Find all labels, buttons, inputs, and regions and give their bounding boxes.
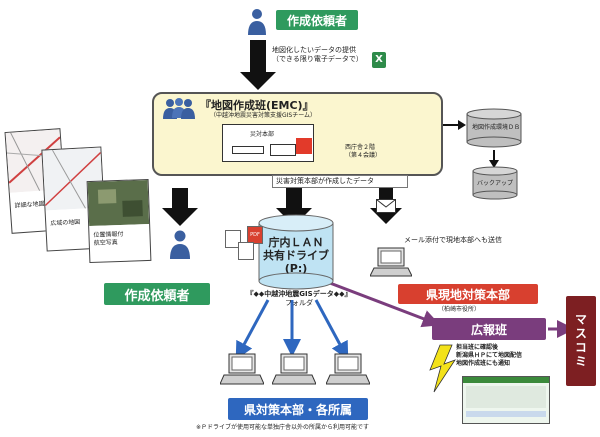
- building-line2: （第４会議）: [345, 152, 382, 159]
- media-text: マスコミ: [573, 313, 588, 369]
- floor-plan-desk: [232, 146, 264, 154]
- provide-data-line1: 地図化したいデータの提供: [272, 46, 356, 54]
- pr-note-2: 新潟県ＨＰにて地図配信: [456, 352, 523, 359]
- excel-icon: X: [372, 52, 386, 68]
- database-icon: [466, 108, 522, 148]
- arrow-drive-to-pr: [321, 278, 441, 328]
- backup-icon: [472, 166, 518, 200]
- local-hq-sub: （柏崎市役所）: [438, 306, 481, 313]
- arrow-requester-to-emc: [240, 40, 276, 90]
- arrow-drive-to-pc-3: [314, 299, 349, 360]
- room-label: 災対本部: [250, 131, 275, 138]
- pr-notes: 担当班に確認後 新潟県ＨＰにて地図配信 地図作成班にも通知: [456, 344, 566, 368]
- arrow-drive-to-pc-1: [235, 299, 270, 360]
- map-wide-label: 広域の地図: [50, 218, 81, 228]
- media-label: マスコミ: [566, 296, 596, 386]
- person-icon-top: [246, 8, 268, 36]
- map-detail-label: 詳細な地図: [14, 200, 45, 210]
- drive-line1: 庁内ＬＡＮ: [268, 236, 324, 249]
- website-screenshot: [462, 376, 550, 424]
- drive-line3: (P:): [284, 262, 308, 275]
- backup-label: バックアップ: [476, 180, 513, 187]
- prefecture-label: 県対策本部・各所属: [228, 398, 368, 420]
- requester-top-label: 作成依頼者: [276, 10, 358, 30]
- arrow-db-head: [458, 120, 466, 130]
- footnote: ※Ｐドライブが使用可能な単独庁舎以外の所属から利用可能です: [196, 424, 370, 431]
- provide-data-line2: （できる限り電子データで）: [272, 55, 363, 63]
- local-hq-label: 県現地対策本部: [398, 284, 538, 304]
- building-line1: 西庁舎２階: [345, 144, 376, 151]
- emc-subtitle: （中越沖地震災害対策支援GISチーム）: [210, 112, 317, 119]
- laptop-1: [219, 352, 265, 386]
- floor-plan-desk-2: [270, 144, 296, 156]
- mail-icon: [376, 198, 396, 213]
- aerial-line2: 航空写真: [93, 239, 118, 247]
- building-note: 西庁舎２階 （第４会議）: [345, 144, 405, 160]
- drive-label: 庁内ＬＡＮ 共有ドライブ (P:): [258, 236, 334, 275]
- laptop-2: [271, 352, 317, 386]
- pr-note-1: 担当班に確認後: [456, 344, 499, 351]
- laptop-3: [325, 352, 371, 386]
- aerial-label: 位置情報付 航空写真: [93, 231, 124, 248]
- provide-data-note: 地図化したいデータの提供 （できる限り電子データで）: [272, 46, 382, 64]
- hq-data-label: 災害対策本部が作成したデータ: [272, 175, 408, 188]
- team-icon: [162, 98, 196, 120]
- laptop-mail: [369, 246, 413, 278]
- building-highlight: [296, 138, 312, 154]
- doc-file-icon: [225, 230, 241, 248]
- shared-drive-icon: [258, 214, 334, 290]
- arrow-backup-head: [489, 160, 499, 168]
- person-icon-bottom: [168, 230, 192, 260]
- lightning-icon: [429, 344, 456, 393]
- pr-team-label: 広報班: [432, 318, 546, 340]
- folder-line1: 『◆◆中越沖地震GISデータ◆◆』: [246, 290, 352, 298]
- xls-file-icon: [238, 242, 254, 260]
- drive-line2: 共有ドライブ: [263, 249, 329, 262]
- folder-note: 『◆◆中越沖地震GISデータ◆◆』 フォルダ: [244, 290, 354, 308]
- mail-note: メール添付で現地本部へも送信: [404, 236, 502, 244]
- requester-bottom-label: 作成依頼者: [104, 283, 210, 305]
- db-label: 地図作成環境ＤＢ: [471, 124, 520, 131]
- folder-line2: フォルダ: [285, 299, 313, 307]
- aerial-photo-doc: 位置情報付 航空写真: [86, 178, 152, 264]
- aerial-photo-image: [87, 179, 150, 227]
- pr-note-3: 地図作成班にも通知: [456, 360, 511, 367]
- pdf-file-icon: PDF: [247, 226, 263, 244]
- arrow-emc-to-requester: [162, 188, 198, 226]
- emc-title: 『地図作成班(EMC)』: [200, 99, 314, 112]
